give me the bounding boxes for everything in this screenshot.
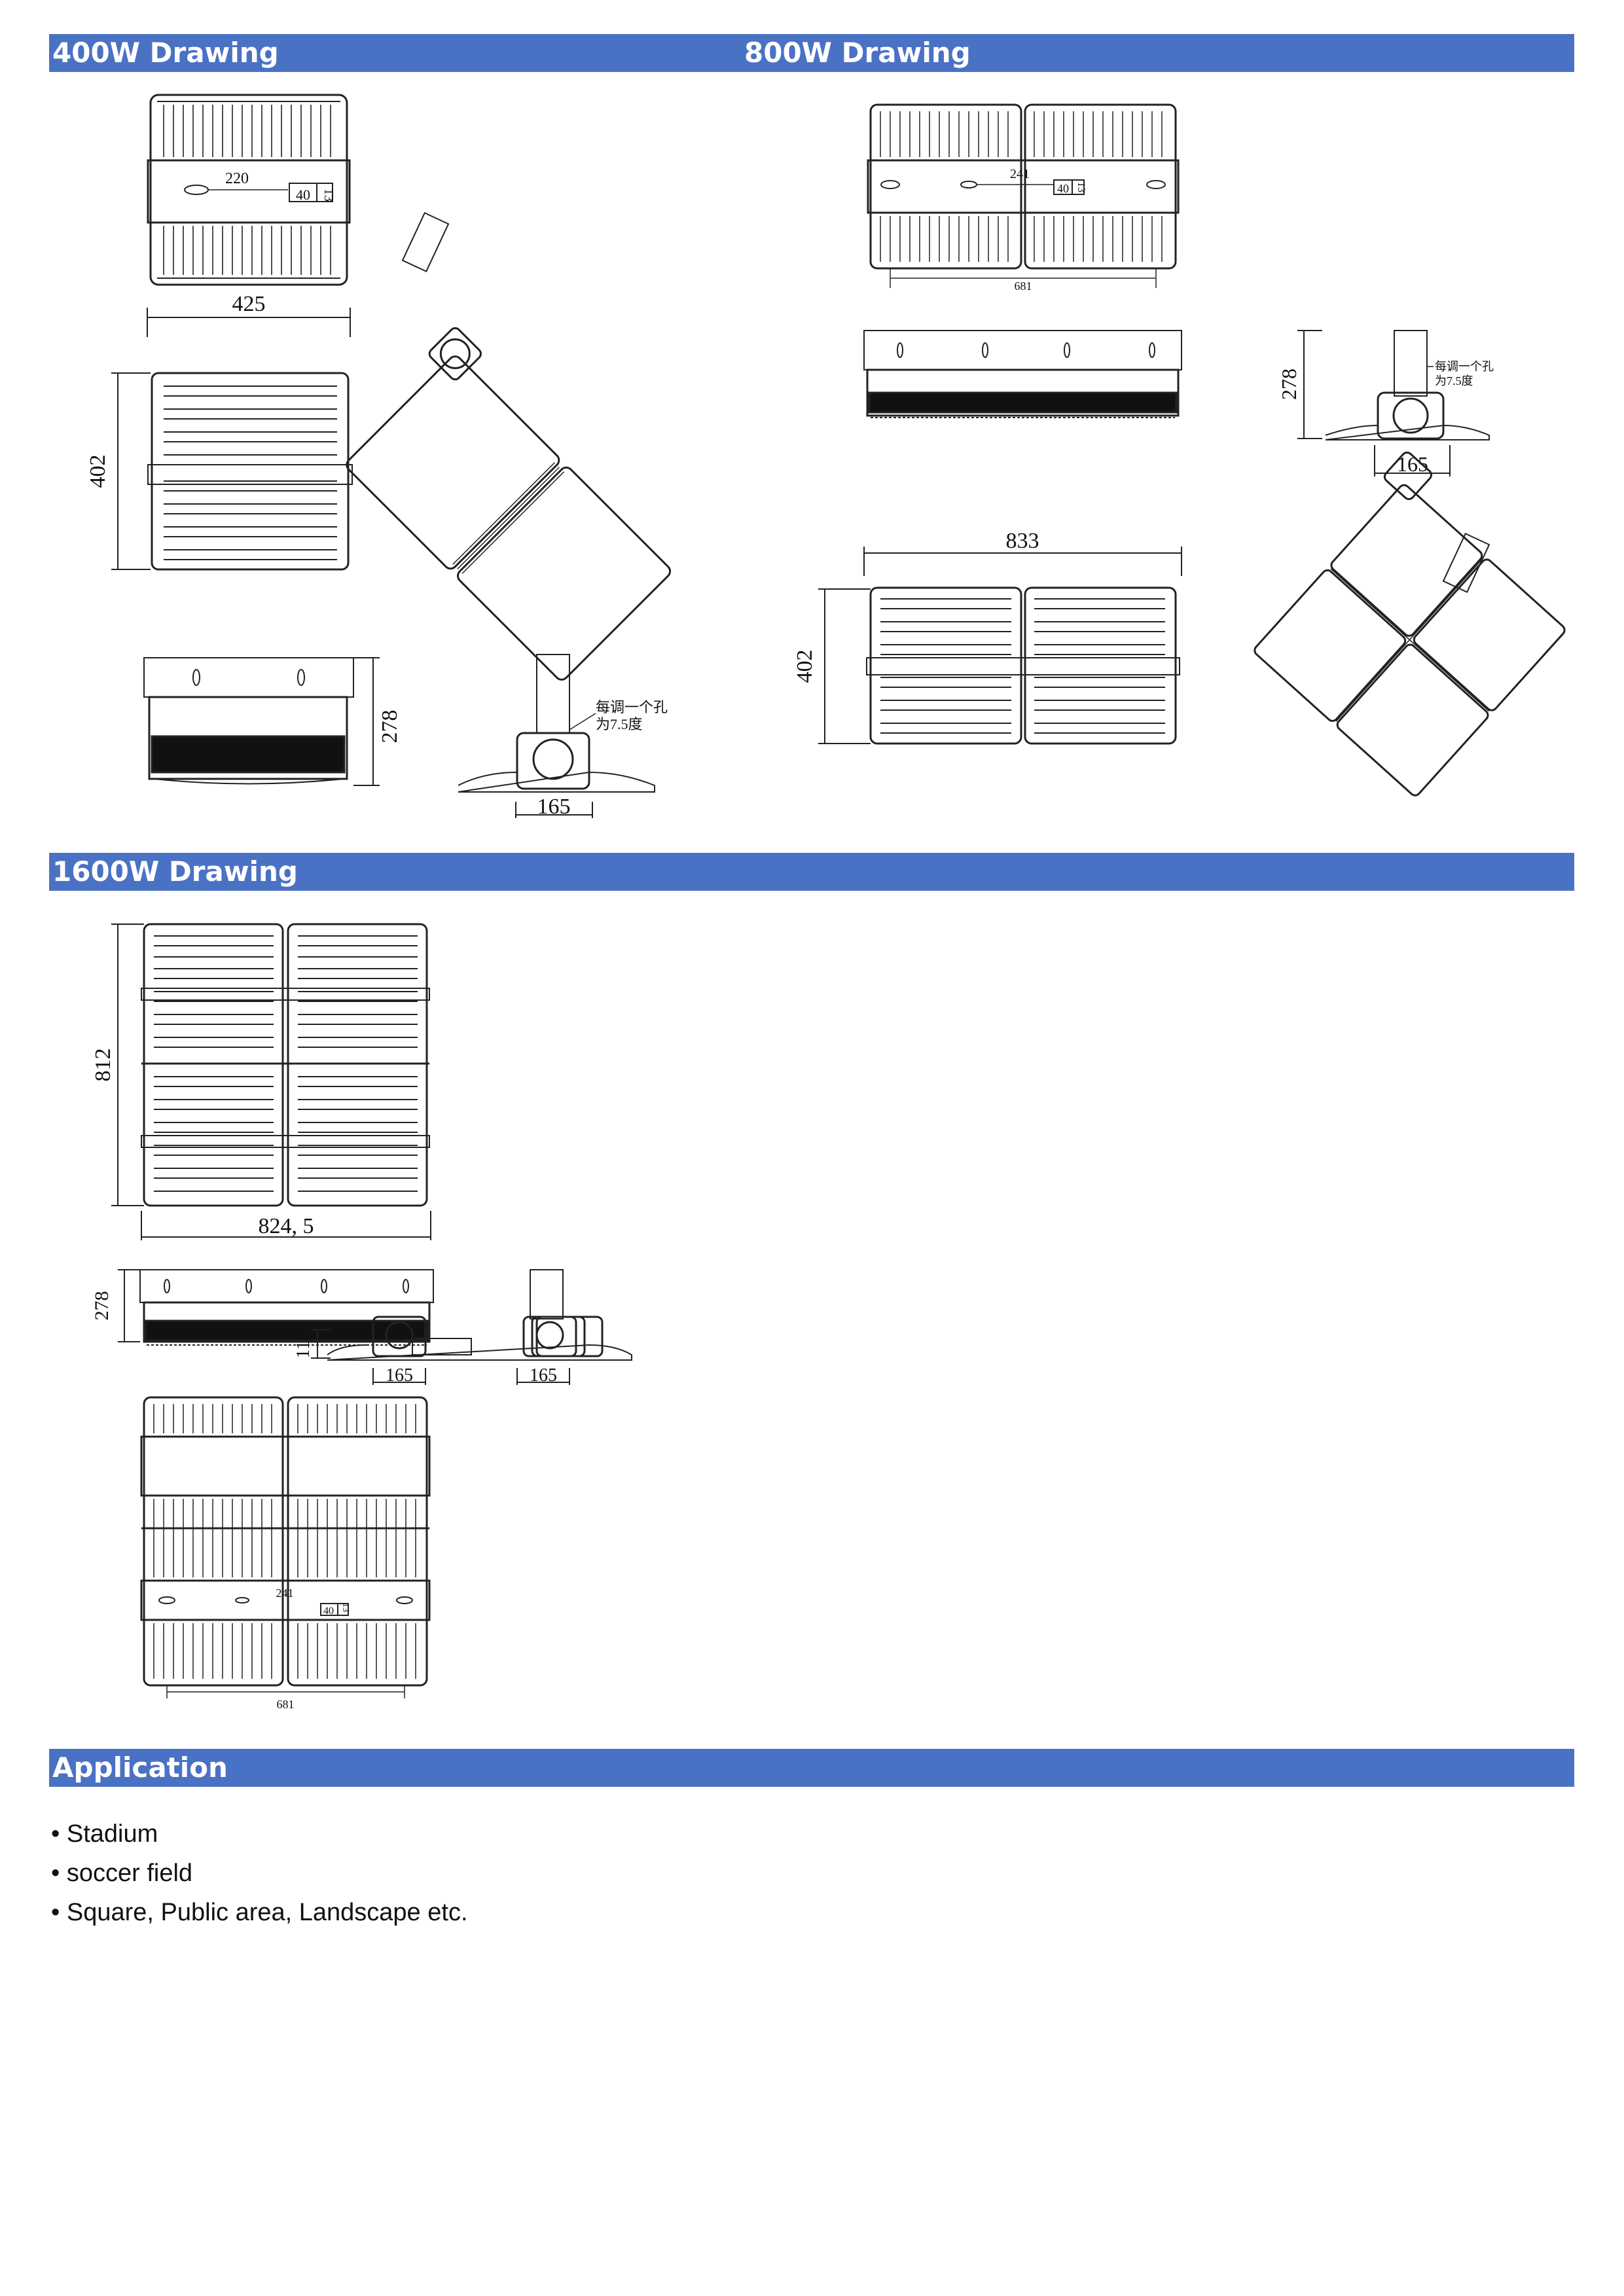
dim-line-425-400w	[147, 308, 351, 337]
dim-line-165a-1600w	[372, 1368, 426, 1385]
dim-681-800w: 681	[1015, 279, 1032, 293]
dim-40-800w: 40	[1057, 182, 1069, 195]
lamp-top-view-800w	[867, 103, 1180, 288]
drawing-800w: 241 40 13 681 278 每调一个孔 为7.5度 165	[793, 103, 1566, 797]
lamp-front-view-400w	[147, 372, 353, 571]
bracket-note-line2-800w: 为7.5度	[1435, 374, 1473, 387]
dim-241-1600w: 241	[276, 1587, 294, 1600]
section-title-1600w: 1600W Drawing	[52, 855, 298, 888]
lamp-front-view-800w	[866, 586, 1180, 745]
section-bar-application: Application	[49, 1749, 1574, 1787]
dim-425-400w: 425	[232, 292, 266, 316]
bracket-note-line2-400w: 为7.5度	[596, 716, 643, 732]
lamp-side-view-800w	[863, 330, 1182, 418]
dim-line-165b-1600w	[516, 1368, 570, 1385]
application-item: Square, Public area, Landscape etc.	[51, 1893, 468, 1932]
lamp-side-view-400w	[143, 657, 354, 785]
fin-array-1600w-back	[153, 1404, 416, 1679]
dim-line-824-1600w	[141, 1211, 431, 1240]
dim-241-800w: 241	[1010, 167, 1030, 181]
dim-line-402-400w	[111, 372, 151, 570]
bracket-arm-800w	[1442, 532, 1490, 594]
dim-220-400w: 220	[225, 170, 249, 187]
lamp-rotated-view-800w	[1254, 451, 1566, 797]
dim-278-1600w: 278	[91, 1291, 113, 1321]
dim-line-812-1600w	[111, 924, 144, 1206]
dim-278-400w: 278	[378, 710, 402, 744]
lamp-side-view-1600w	[139, 1269, 434, 1346]
application-item: soccer field	[51, 1854, 468, 1893]
application-list: Stadium soccer field Square, Public area…	[51, 1814, 468, 1932]
dim-13-1600w: 13	[340, 1603, 350, 1612]
section-bar-1600w: 1600W Drawing	[49, 853, 1574, 891]
dim-402-800w: 402	[793, 650, 817, 683]
application-item: Stadium	[51, 1814, 468, 1854]
lamp-top-view-400w	[147, 94, 351, 286]
dim-40-1600w: 40	[323, 1605, 334, 1617]
dim-833-800w: 833	[1006, 529, 1039, 553]
drawing-400w: 220 40 13 425 402	[86, 94, 672, 819]
lamp-rotated-view-400w	[346, 327, 672, 681]
dim-line-110-1600w	[311, 1329, 331, 1359]
section-title-400w: 400W Drawing	[52, 37, 279, 69]
dim-line-278-400w	[353, 657, 380, 786]
section-title-application: Application	[52, 1751, 228, 1784]
dim-13-800w: 13	[1075, 182, 1087, 192]
bracket-end-view-400w	[458, 654, 655, 793]
bracket-arm-400w	[401, 211, 450, 273]
lamp-front-view-1600w	[141, 923, 430, 1207]
dim-681-1600w: 681	[277, 1698, 295, 1711]
dim-40-400w: 40	[296, 187, 310, 203]
dim-line-278-1600w	[118, 1269, 140, 1342]
dim-165b-1600w: 165	[530, 1365, 557, 1386]
fin-array-400w-top	[163, 105, 331, 275]
fin-array-800w-top	[880, 111, 1163, 262]
bracket-end-view-800w	[1325, 330, 1490, 440]
dim-278-800w: 278	[1277, 368, 1301, 400]
bracket-end-view-1600w	[327, 1269, 632, 1361]
drawing-1600w: 812 824, 5 278 110	[91, 923, 632, 1711]
dim-13-400w: 13	[321, 188, 336, 202]
dim-line-165-400w	[515, 802, 593, 818]
dim-110-1600w: 110	[293, 1332, 314, 1359]
bracket-note-line1-800w: 每调一个孔	[1435, 360, 1494, 373]
dim-line-278-800w	[1297, 330, 1322, 439]
section-bar-400w-800w: 400W Drawing 800W Drawing	[49, 34, 1574, 72]
dim-402-400w: 402	[86, 455, 110, 488]
dim-165-400w: 165	[537, 795, 571, 819]
dim-line-833-800w	[863, 547, 1182, 576]
section-title-800w: 800W Drawing	[744, 37, 971, 69]
dim-165a-1600w: 165	[386, 1365, 413, 1386]
dim-line-402-800w	[818, 588, 871, 744]
dim-824-5-1600w: 824, 5	[259, 1214, 314, 1238]
bracket-note-line1-400w: 每调一个孔	[596, 699, 668, 715]
lamp-back-view-1600w	[140, 1396, 431, 1698]
dim-812-1600w: 812	[91, 1049, 115, 1082]
